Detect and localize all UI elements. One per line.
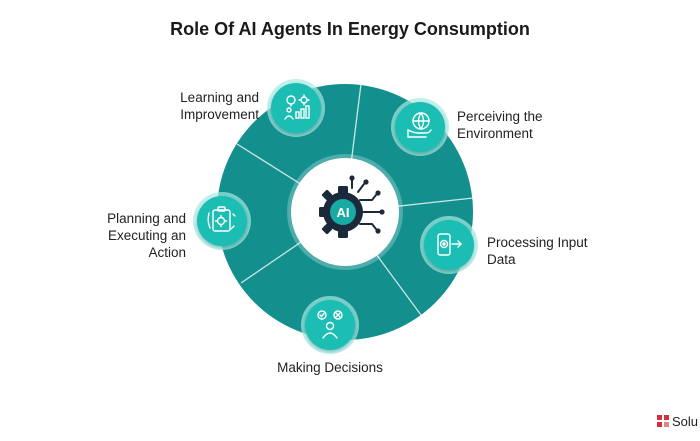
ai-gear-circuit-icon bbox=[319, 175, 385, 238]
decision-person-icon bbox=[317, 310, 343, 339]
label-decisions: Making Decisions bbox=[230, 359, 430, 376]
label-line: Planning and bbox=[107, 211, 186, 226]
clipboard-gear-icon bbox=[207, 206, 236, 232]
label-line: Processing Input bbox=[487, 235, 588, 250]
label-line: Executing an bbox=[107, 228, 186, 243]
label-line: Improvement bbox=[180, 107, 259, 122]
hand-globe-icon bbox=[407, 112, 432, 138]
node-learning bbox=[267, 79, 325, 137]
label-perceiving: Perceiving the Environment bbox=[457, 108, 543, 142]
label-line: Making Decisions bbox=[277, 360, 383, 375]
hub-ai-label: AI bbox=[337, 205, 350, 220]
label-line: Action bbox=[148, 245, 186, 260]
label-line: Perceiving the bbox=[457, 109, 543, 124]
brand-logo-icon bbox=[657, 415, 669, 427]
label-planning: Planning and Executing an Action bbox=[107, 210, 186, 261]
node-perceiving bbox=[391, 98, 449, 156]
label-processing: Processing Input Data bbox=[487, 234, 588, 268]
label-line: Environment bbox=[457, 126, 533, 141]
mobile-data-input-icon bbox=[437, 233, 462, 256]
brand-text: Solu bbox=[672, 413, 699, 429]
label-learning: Learning and Improvement bbox=[180, 89, 259, 123]
node-processing bbox=[420, 216, 478, 274]
label-line: Learning and bbox=[180, 90, 259, 105]
label-line: Data bbox=[487, 252, 516, 267]
page-title: Role Of AI Agents In Energy Consumption bbox=[170, 19, 530, 39]
node-planning bbox=[193, 192, 251, 250]
node-decisions bbox=[301, 296, 359, 354]
brand-watermark: Solu bbox=[657, 413, 698, 429]
lightbulb-growth-chart-icon bbox=[284, 94, 310, 120]
